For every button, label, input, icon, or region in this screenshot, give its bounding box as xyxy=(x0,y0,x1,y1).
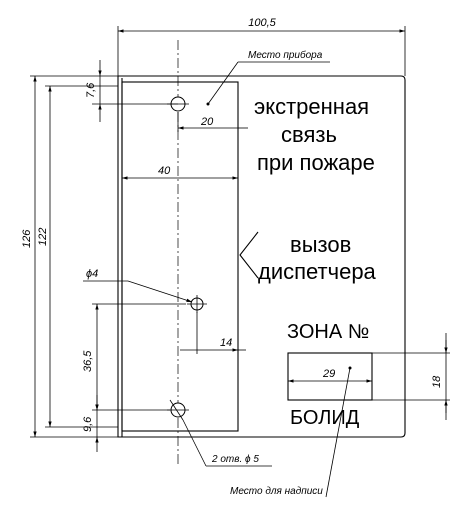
dim-height-inner: 122 xyxy=(37,85,118,428)
device-area xyxy=(121,81,239,432)
dim-height-total: 126 xyxy=(21,75,118,438)
dim-mid-spacing: 36,5 xyxy=(82,303,186,411)
dim-label-height: 18 xyxy=(372,333,450,420)
device-place-label: Место прибора xyxy=(248,49,323,61)
top-offset-label: 7,6 xyxy=(85,82,97,98)
dim-device-offset: 20 xyxy=(177,112,248,132)
label-width-label: 29 xyxy=(322,368,335,380)
note-label-place: Место для надписи xyxy=(230,366,352,498)
hole-offset-label: 14 xyxy=(220,337,232,349)
bottom-offset-label: 9,6 xyxy=(82,416,94,432)
label-place-box: 29 xyxy=(287,352,373,401)
dim-device-width: 40 xyxy=(122,165,238,180)
text-call: вызов xyxy=(290,232,351,257)
dim-top-offset: 7,6 xyxy=(85,60,178,122)
hole-small-label: ϕ4 xyxy=(86,268,98,280)
panel-outline xyxy=(117,75,406,438)
dim-bottom-offset: 9,6 xyxy=(82,395,99,452)
holes-label: 2 отв. ϕ 5 xyxy=(211,454,259,465)
text-emergency: экстренная xyxy=(254,94,369,119)
overall-width-label: 100,5 xyxy=(248,17,276,29)
device-width-label: 40 xyxy=(158,165,171,177)
dim-overall-width: 100,5 xyxy=(117,17,406,76)
text-dispatcher: диспетчера xyxy=(258,259,377,284)
height-inner-label: 122 xyxy=(37,228,49,246)
text-connection: связь xyxy=(281,122,337,147)
label-place-label: Место для надписи xyxy=(230,486,323,497)
dim-hole-small: ϕ4 xyxy=(83,268,193,303)
label-height-label: 18 xyxy=(431,375,443,388)
text-fire: при пожаре xyxy=(257,150,375,175)
dim-hole-offset: 14 xyxy=(180,312,246,354)
left-arrow-icon xyxy=(239,231,259,279)
text-zone: ЗОНА № xyxy=(287,321,369,343)
mounting-holes xyxy=(167,96,207,418)
panel-labels: экстренная связь при пожаре вызов диспет… xyxy=(254,94,377,429)
note-holes: 2 отв. ϕ 5 xyxy=(169,399,272,467)
device-offset-label: 20 xyxy=(200,116,214,128)
mid-spacing-label: 36,5 xyxy=(82,350,94,372)
height-total-label: 126 xyxy=(21,229,33,248)
text-brand: БОЛИД xyxy=(290,407,360,429)
note-device-place: Место прибора xyxy=(206,49,330,106)
